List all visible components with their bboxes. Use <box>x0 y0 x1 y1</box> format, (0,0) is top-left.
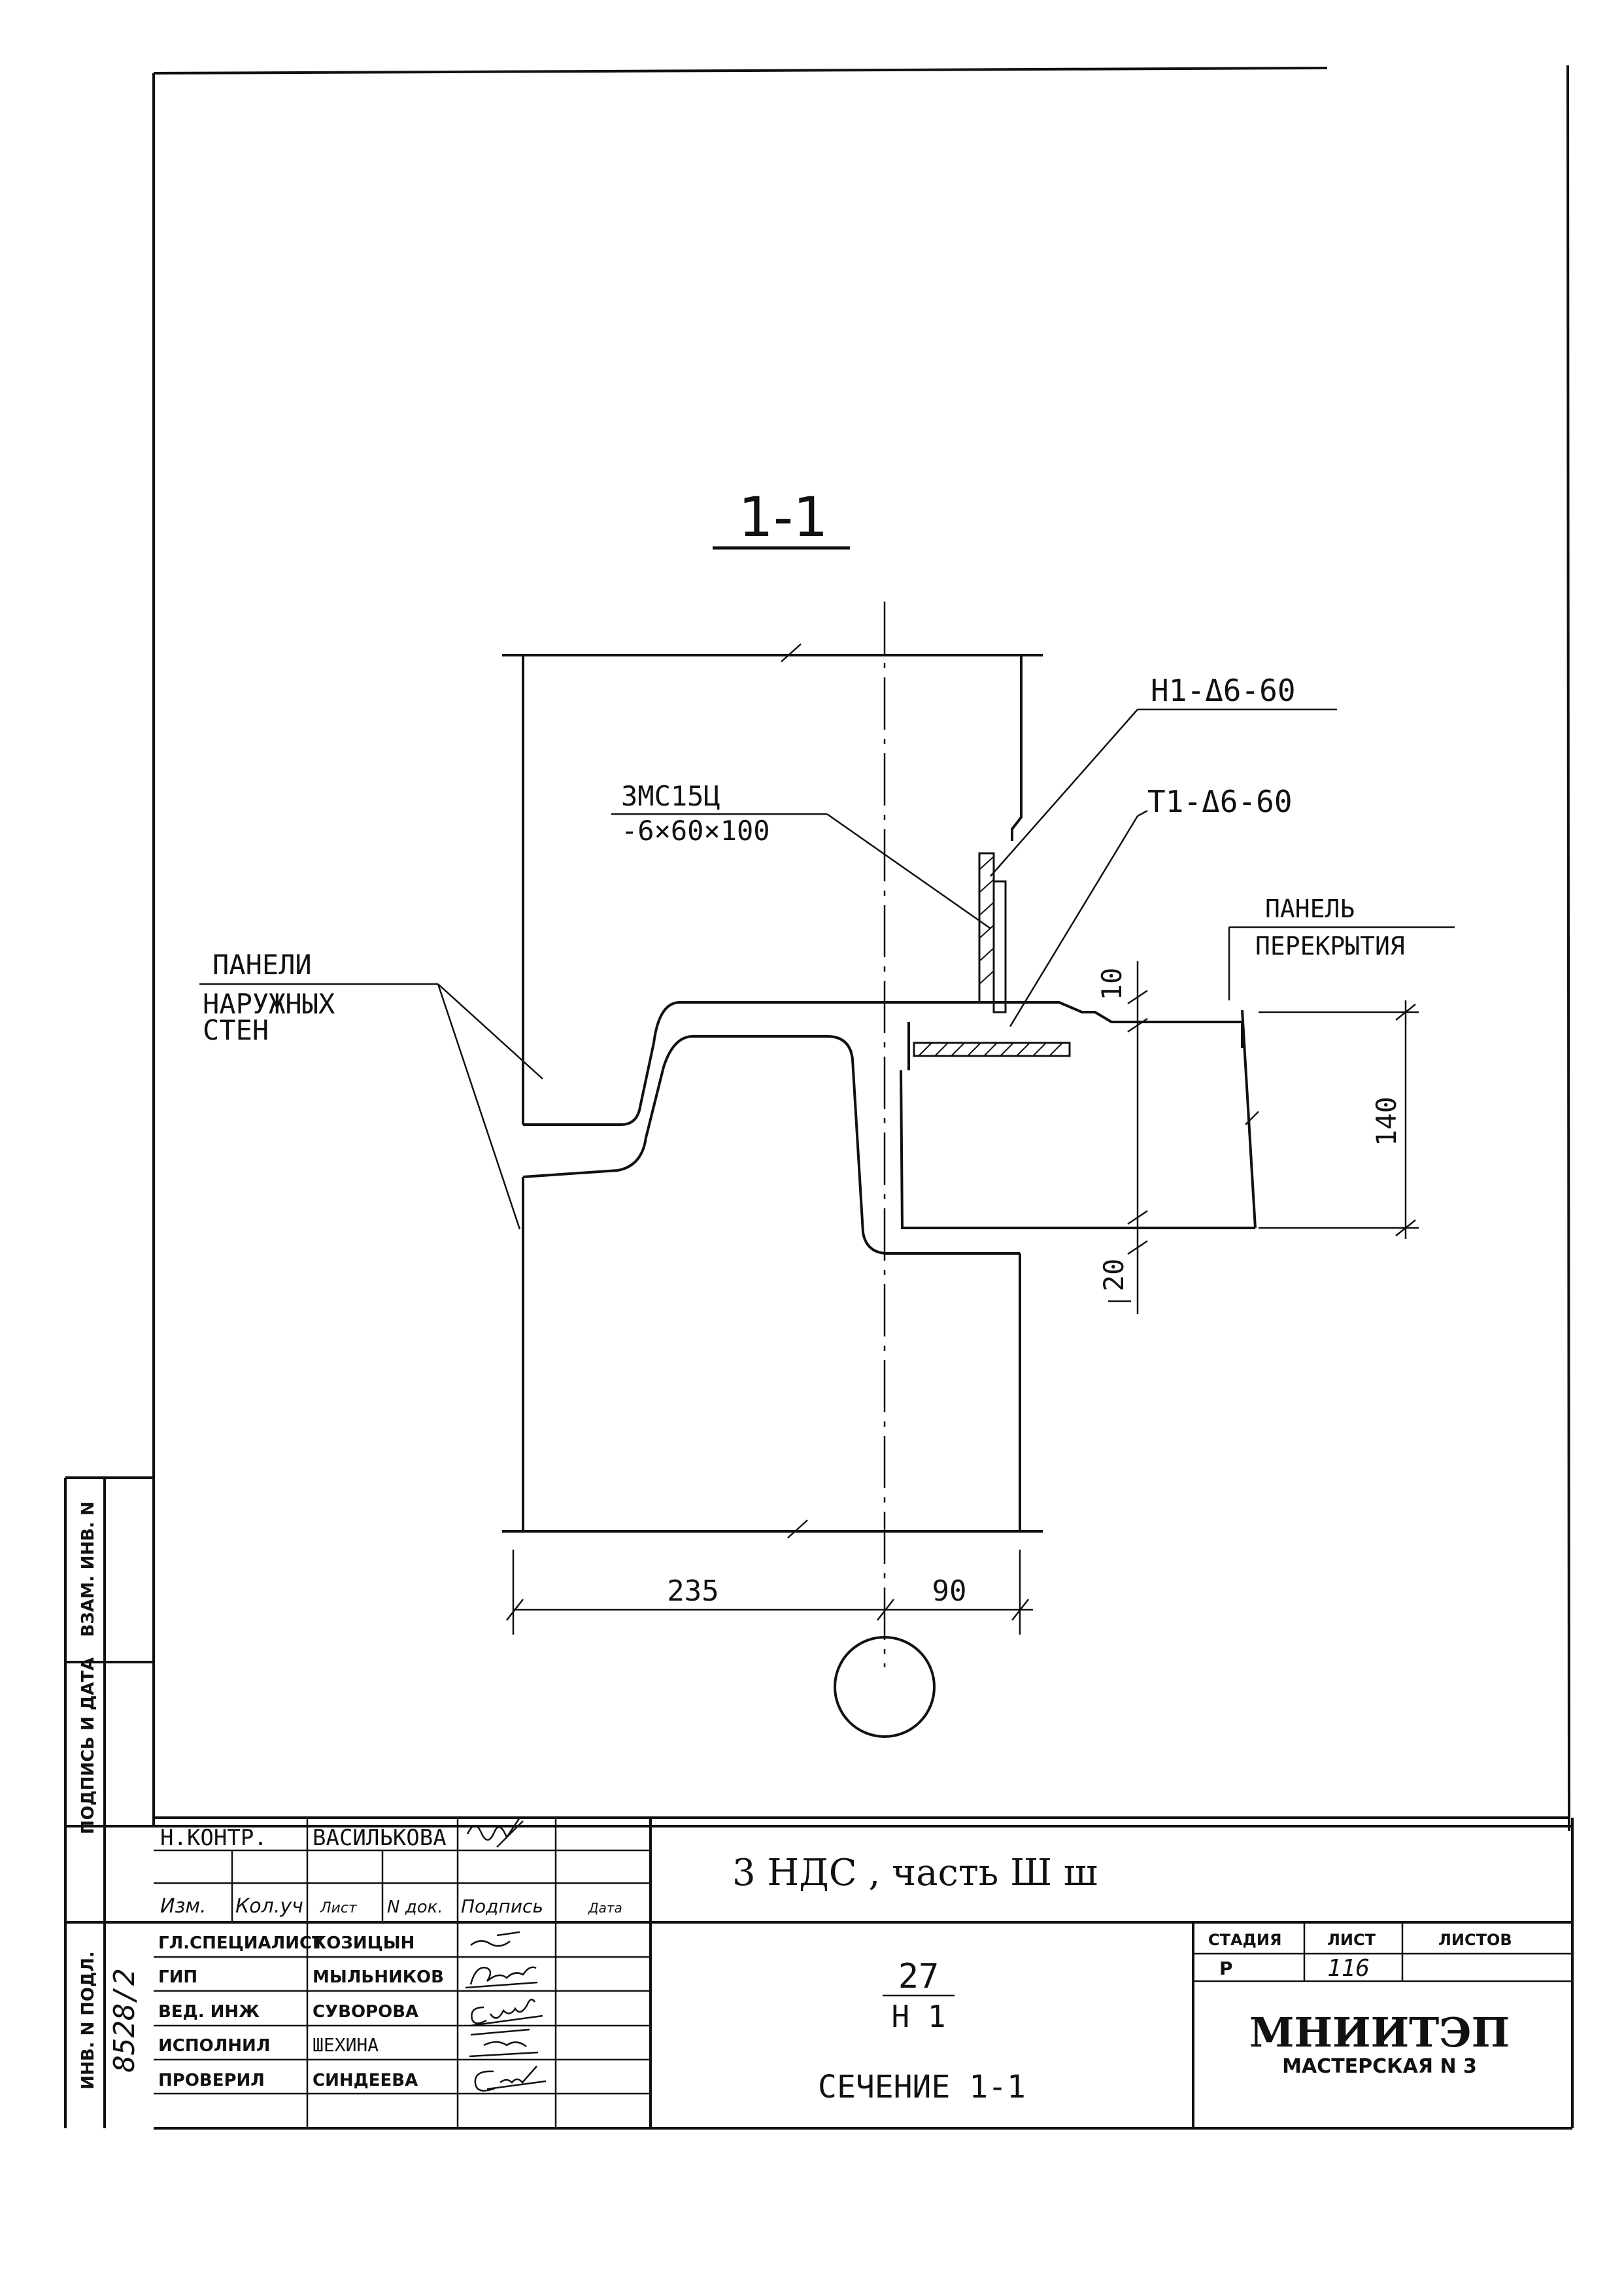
sheet-number: 27 <box>898 1957 939 1996</box>
steel-plate <box>978 852 1007 1013</box>
section-title: 1-1 <box>738 485 828 549</box>
floor-slab <box>900 1001 1259 1229</box>
staff-role-1: ГЛ.СПЕЦИАЛИСТ <box>158 1933 324 1953</box>
wall-panels <box>502 643 1043 1538</box>
col-izm: Изм. <box>160 1895 207 1918</box>
stage-value: Р <box>1219 1958 1233 1979</box>
staff-name-3: СУВОРОВА <box>313 2002 418 2022</box>
title-block: Н.КОНТР. ВАСИЛЬКОВА Изм. Кол.уч Лист N д… <box>154 1817 1574 2130</box>
staff-signature-2 <box>465 1966 538 1989</box>
staff-name-2: МЫЛЬНИКОВ <box>313 1967 444 1987</box>
outer-walls-label-line1: ПАНЕЛИ <box>212 949 312 981</box>
outer-walls-callout: ПАНЕЛИ НАРУЖНЫХ СТЕН <box>199 949 543 1230</box>
side-stamp: ВЗАМ. ИНВ. N ПОДПИСЬ И ДАТА ИНВ. N ПОДЛ.… <box>64 1476 154 2128</box>
side-inv-number: 8528/2 <box>108 1969 141 2073</box>
staff-role-3: ВЕД. ИНЖ <box>158 2002 260 2022</box>
dim-gap-top: 10 <box>1096 968 1128 1001</box>
floor-panel-label-line1: ПАНЕЛЬ <box>1265 894 1355 923</box>
side-inv-orig: ИНВ. N ПОДЛ. <box>78 1951 98 2090</box>
plate-label-line1: 3МС15Ц <box>621 780 720 812</box>
col-koluch: Кол.уч <box>235 1895 303 1918</box>
col-list: Лист <box>320 1900 358 1916</box>
lists-label: ЛИСТОВ <box>1438 1931 1512 1949</box>
dim-gap-bottom: 20 <box>1098 1259 1130 1292</box>
dimensions: 10 20 140 235 90 <box>506 961 1419 1635</box>
staff-signature-5 <box>474 2066 547 2092</box>
staff-name-1: КОЗИЦЫН <box>313 1933 414 1953</box>
side-sign-date: ПОДПИСЬ И ДАТА <box>78 1658 98 1834</box>
staff-name-4: ШЕХИНА <box>313 2034 379 2056</box>
project-title: 3 НДС , часть Ш ш <box>732 1852 1098 1894</box>
anchor-bottom-callout: Т1-Δ6-60 <box>1009 784 1293 1027</box>
staff-signature-1 <box>470 1931 520 1947</box>
axis-line <box>834 602 936 1738</box>
anchor-bottom-label: Т1-Δ6-60 <box>1147 784 1293 819</box>
section-title-group: 1-1 <box>713 485 850 550</box>
list-label: ЛИСТ <box>1327 1931 1376 1949</box>
dim-slab-thickness: 140 <box>1370 1096 1402 1146</box>
anchor-top-callout: Н1-Δ6-60 <box>990 673 1337 877</box>
anchor-top-label: Н1-Δ6-60 <box>1151 673 1296 708</box>
axis-marker <box>834 1636 936 1738</box>
outer-walls-label-line2: НАРУЖНЫХ <box>203 988 335 1020</box>
col-sign: Подпись <box>461 1896 543 1917</box>
staff-role-2: ГИП <box>158 1967 197 1987</box>
plate-label-line2: -6×60×100 <box>621 815 770 847</box>
plate-callout: 3МС15Ц -6×60×100 <box>611 780 991 930</box>
floor-panel-callout: ПАНЕЛЬ ПЕРЕКРЫТИЯ <box>1228 894 1455 1000</box>
norm-control-name: ВАСИЛЬКОВА <box>313 1825 447 1851</box>
norm-control-role: Н.КОНТР. <box>160 1825 267 1851</box>
staff-name-5: СИНДЕЕВА <box>313 2071 418 2090</box>
staff-role-4: ИСПОЛНИЛ <box>158 2036 270 2056</box>
sheet-title: СЕЧЕНИЕ 1-1 <box>818 2069 1026 2105</box>
outer-walls-label-line3: СТЕН <box>203 1014 269 1046</box>
floor-panel-label-line2: ПЕРЕКРЫТИЯ <box>1255 932 1405 960</box>
dim-right-width: 90 <box>932 1574 967 1608</box>
side-ref-inv: ВЗАМ. ИНВ. N <box>78 1501 98 1637</box>
col-ndok: N док. <box>387 1897 443 1917</box>
org-workshop: МАСТЕРСКАЯ N 3 <box>1282 2055 1477 2078</box>
dim-left-width: 235 <box>667 1574 719 1608</box>
stage-label: СТАДИЯ <box>1208 1931 1282 1949</box>
org-name: МНИИТЭП <box>1249 2009 1510 2056</box>
staff-signature-3 <box>470 1998 543 2027</box>
col-date: Дата <box>588 1900 622 1916</box>
staff-role-5: ПРОВЕРИЛ <box>158 2071 265 2090</box>
list-value: 116 <box>1327 1955 1370 1982</box>
sheet-frame <box>65 65 1572 1831</box>
sheet-code: Н 1 <box>891 1999 945 2034</box>
norm-control-signature <box>466 1817 524 1848</box>
staff-signature-4 <box>469 2028 539 2058</box>
